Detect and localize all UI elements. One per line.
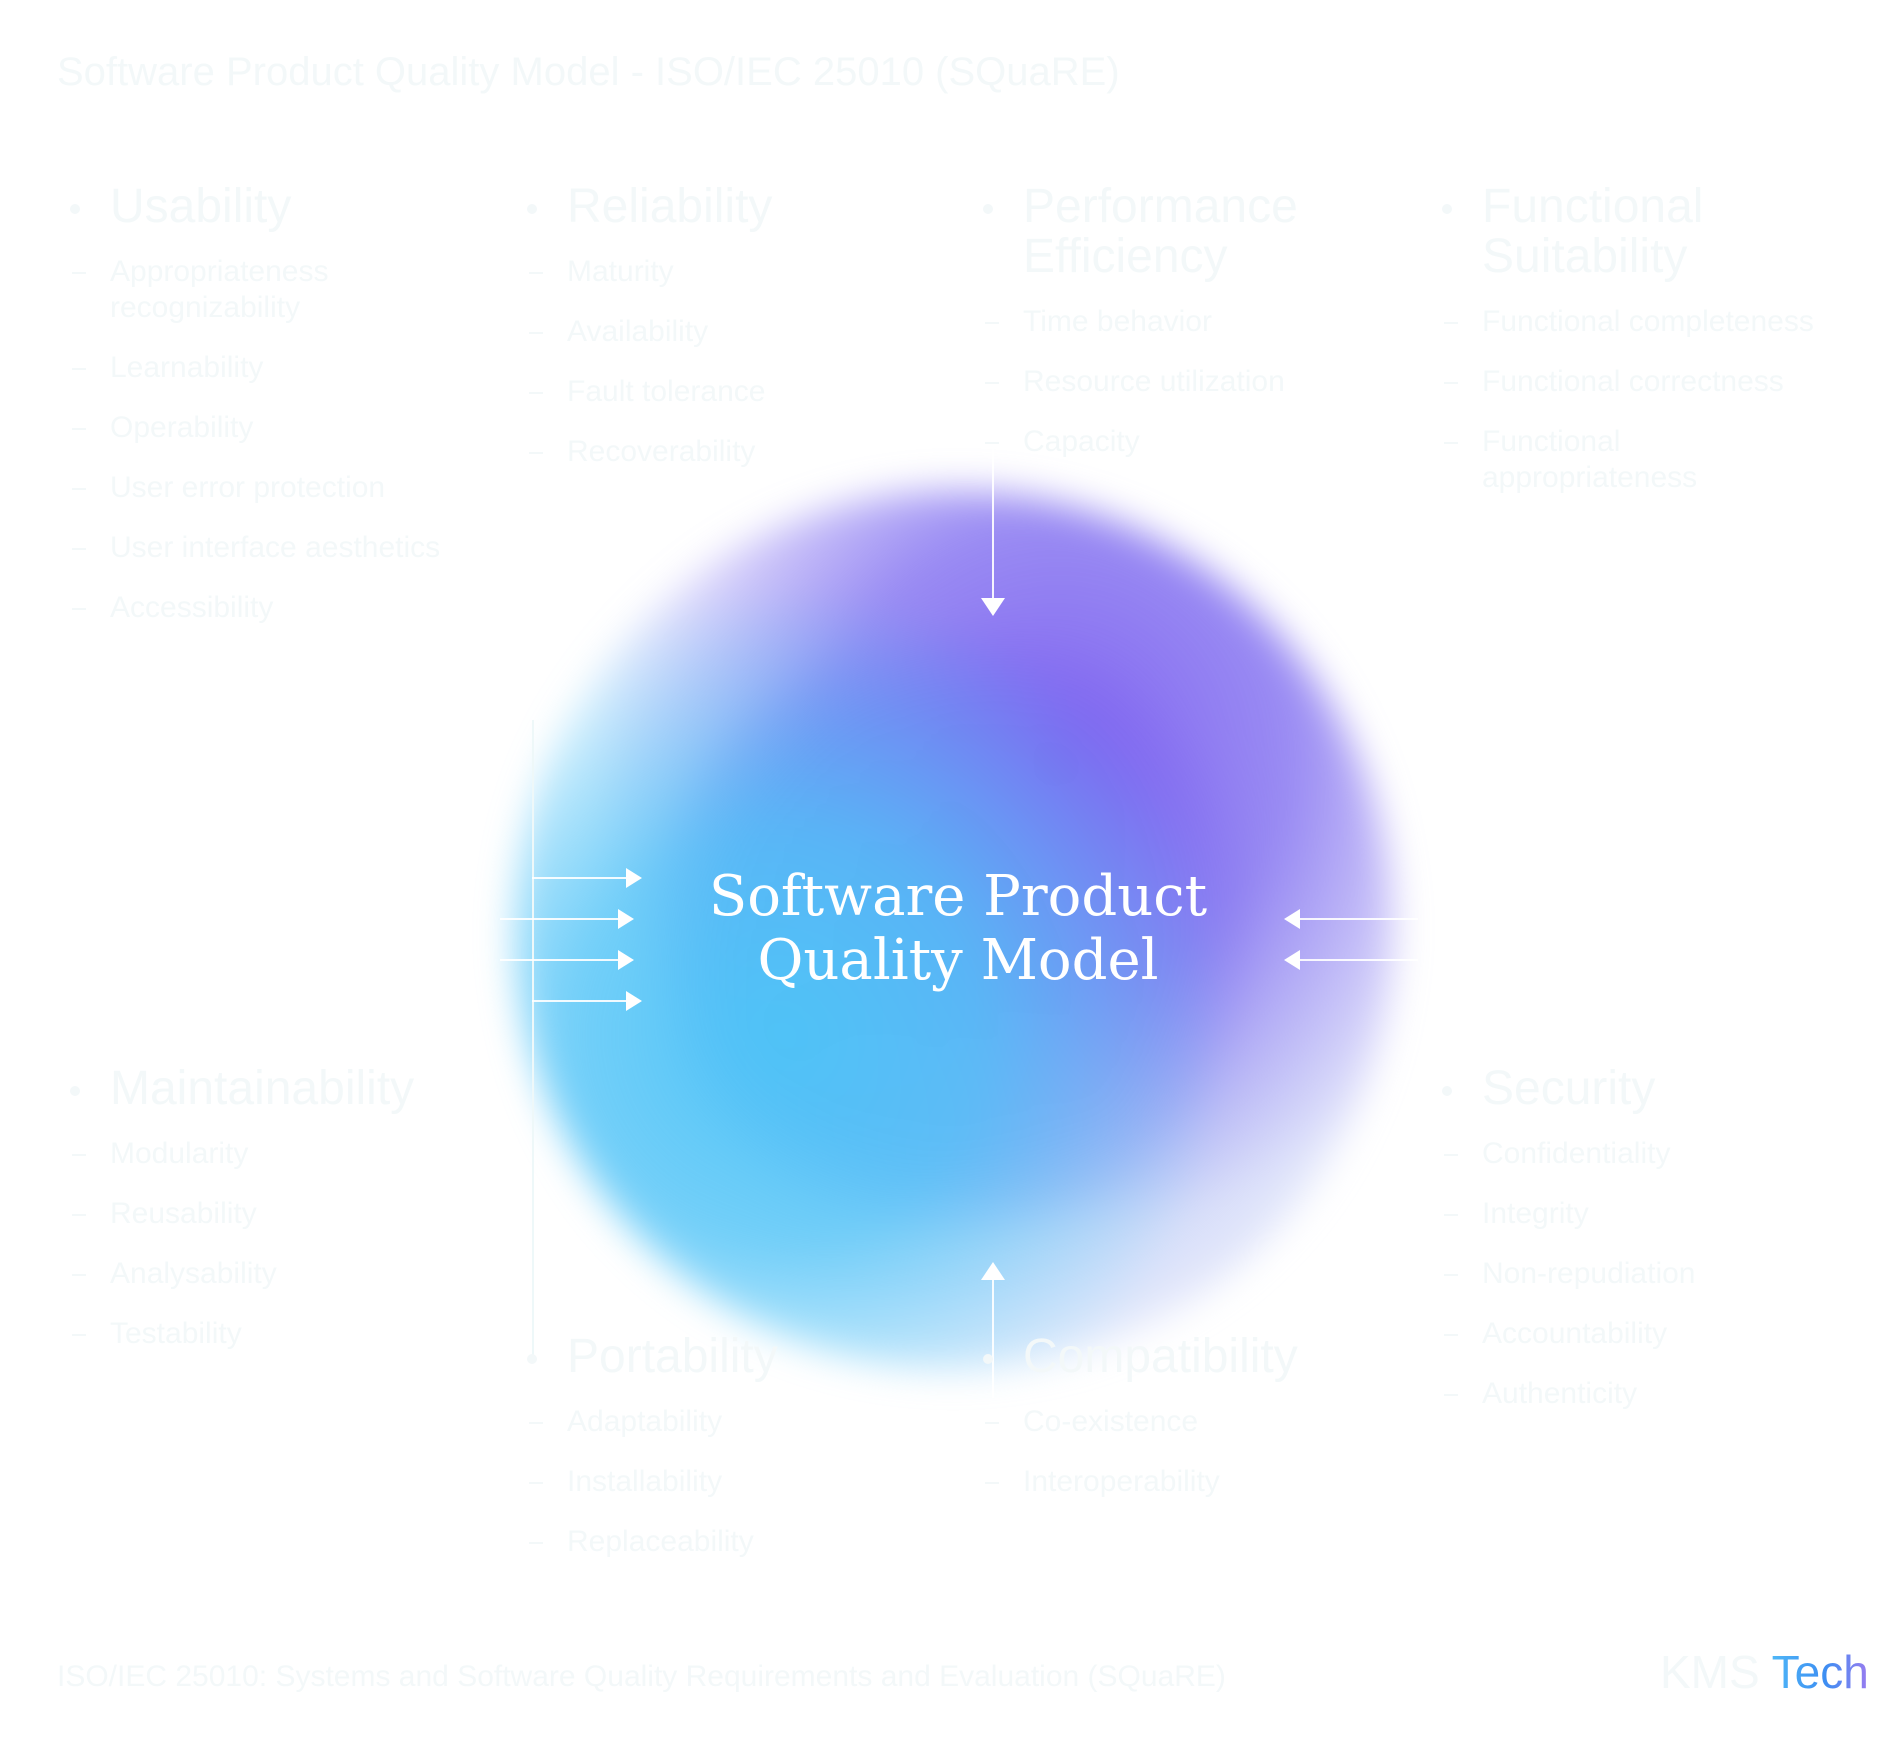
logo-suffix: Tech (1771, 1646, 1869, 1698)
center-gradient-circle (514, 490, 1394, 1370)
list-item: Co-existence (985, 1404, 1403, 1440)
arrow-right-icon (626, 868, 642, 888)
list-item: Fault tolerance (529, 374, 947, 410)
logo-prefix: KMS (1660, 1646, 1760, 1698)
group-heading: Compatibility (1023, 1330, 1298, 1383)
bullet-icon (527, 204, 537, 214)
list-item: Integrity (1444, 1196, 1862, 1232)
group-heading: Functional Suitability (1482, 180, 1704, 283)
list-item: Maturity (529, 254, 947, 290)
arrow-left-icon (1284, 950, 1300, 970)
arrow-down-icon (981, 598, 1005, 616)
list-item: Authenticity (1444, 1376, 1862, 1412)
group-security: Security Confidentiality Integrity Non-r… (1442, 1062, 1862, 1436)
group-heading: Maintainability (110, 1062, 415, 1115)
connector-line-bottom (992, 1278, 994, 1398)
list-item: Capacity (985, 424, 1343, 460)
list-item: Non-repudiation (1444, 1256, 1862, 1292)
group-heading: Portability (567, 1330, 778, 1383)
center-label-line1: Software Product (708, 864, 1208, 929)
list-item: Operability (72, 410, 490, 446)
list-item: Interoperability (985, 1464, 1403, 1500)
bullet-icon (527, 1354, 537, 1364)
connector-line-top (992, 230, 994, 600)
bullet-icon (70, 1086, 80, 1096)
bullet-icon (1442, 1086, 1452, 1096)
list-item: Learnability (72, 350, 490, 386)
bullet-icon (983, 1354, 993, 1364)
group-heading: Performance Efficiency (1023, 180, 1298, 283)
list-item: Appropriateness recognizability (72, 254, 490, 326)
connector-left-vertical (532, 720, 534, 1360)
group-heading: Usability (110, 180, 292, 233)
list-item: Resource utilization (985, 364, 1343, 400)
list-item: Reusability (72, 1196, 490, 1232)
arrow-left-icon (1284, 909, 1300, 929)
diagram-title: Software Product Quality Model - ISO/IEC… (57, 50, 1120, 94)
footer-caption: ISO/IEC 25010: Systems and Software Qual… (57, 1660, 1226, 1693)
group-heading: Reliability (567, 180, 773, 233)
connector-line (1300, 918, 1418, 920)
list-item: User error protection (72, 470, 490, 506)
connector-line (532, 1000, 628, 1002)
list-item: Confidentiality (1444, 1136, 1862, 1172)
brand-logo: KMS Tech (1660, 1645, 1869, 1699)
group-reliability: Reliability Maturity Availability Fault … (527, 180, 947, 494)
group-performance-efficiency: Performance Efficiency Time behavior Res… (983, 180, 1343, 484)
list-item: Testability (72, 1316, 490, 1352)
center-label: Software Product Quality Model (658, 865, 1258, 993)
bullet-icon (983, 204, 993, 214)
list-item: Analysability (72, 1256, 490, 1292)
arrow-right-icon (618, 909, 634, 929)
list-item: Functional completeness (1444, 304, 1842, 340)
bullet-icon (70, 204, 80, 214)
center-label-line2: Quality Model (757, 928, 1159, 993)
list-item: Functional appropriateness (1444, 424, 1842, 496)
connector-line (500, 918, 620, 920)
connector-line (500, 959, 620, 961)
list-item: User interface aesthetics (72, 530, 490, 566)
list-item: Accessibility (72, 590, 490, 626)
list-item: Accountability (1444, 1316, 1862, 1352)
bullet-icon (1442, 204, 1452, 214)
list-item: Modularity (72, 1136, 490, 1172)
arrow-up-icon (981, 1262, 1005, 1280)
list-item: Recoverability (529, 434, 947, 470)
arrow-right-icon (618, 950, 634, 970)
group-maintainability: Maintainability Modularity Reusability A… (70, 1062, 490, 1376)
group-heading: Security (1482, 1062, 1656, 1115)
list-item: Time behavior (985, 304, 1343, 340)
list-item: Adaptability (529, 1404, 947, 1440)
list-item: Replaceability (529, 1524, 947, 1560)
list-item: Functional correctness (1444, 364, 1842, 400)
arrow-right-icon (626, 991, 642, 1011)
group-portability: Portability Adaptability Installability … (527, 1330, 947, 1584)
group-compatibility: Compatibility Co-existence Interoperabil… (983, 1330, 1403, 1524)
list-item: Installability (529, 1464, 947, 1500)
group-functional-suitability: Functional Suitability Functional comple… (1442, 180, 1842, 520)
connector-line (532, 877, 628, 879)
group-usability: Usability Appropriateness recognizabilit… (70, 180, 490, 650)
list-item: Availability (529, 314, 947, 350)
connector-line (1300, 959, 1418, 961)
